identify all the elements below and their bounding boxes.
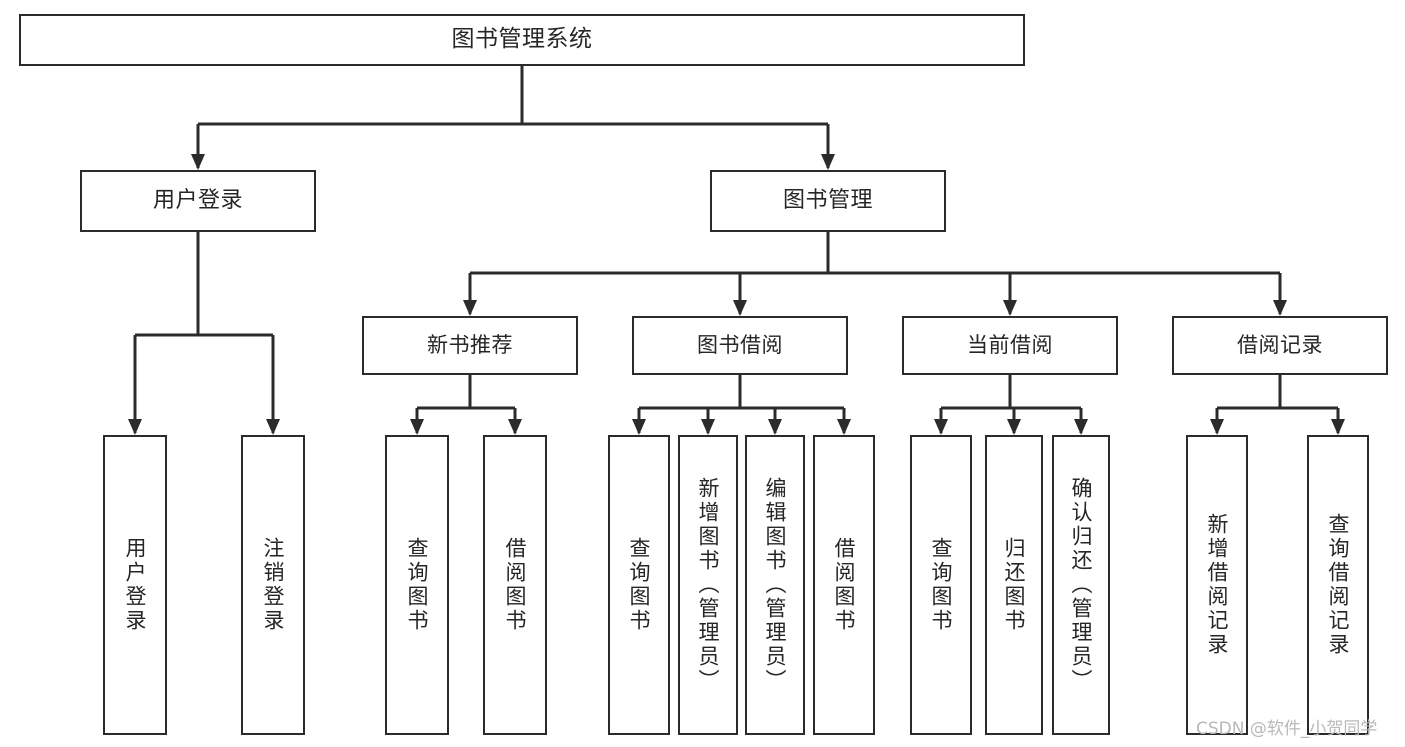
node-label: 用户登录 — [123, 537, 148, 633]
node-level1-user-login[interactable]: 用户登录 — [80, 170, 316, 232]
node-level2-current-borrowing[interactable]: 当前借阅 — [902, 316, 1118, 375]
node-leaf-borrow-books[interactable]: 借阅图书 — [813, 435, 875, 735]
node-label: 图书借阅 — [697, 332, 783, 357]
node-leaf-borrow-books-newbook[interactable]: 借阅图书 — [483, 435, 547, 735]
node-label: 借阅记录 — [1237, 332, 1323, 357]
node-leaf-logout[interactable]: 注销登录 — [241, 435, 305, 735]
node-leaf-add-book-admin[interactable]: 新增图书（管理员） — [678, 435, 738, 735]
node-leaf-return-books[interactable]: 归还图书 — [985, 435, 1043, 735]
node-label: 当前借阅 — [967, 332, 1053, 357]
node-label: 图书管理 — [782, 187, 873, 213]
node-level2-borrow-records[interactable]: 借阅记录 — [1172, 316, 1388, 375]
node-leaf-query-books-current[interactable]: 查询图书 — [910, 435, 972, 735]
node-level2-book-borrowing[interactable]: 图书借阅 — [632, 316, 848, 375]
node-level2-new-book-recommendation[interactable]: 新书推荐 — [362, 316, 578, 375]
node-label: 查询借阅记录 — [1326, 513, 1351, 657]
node-label: 归还图书 — [1002, 537, 1027, 633]
node-label: 注销登录 — [261, 537, 286, 633]
node-leaf-query-borrow-record[interactable]: 查询借阅记录 — [1307, 435, 1369, 735]
node-label: 编辑图书（管理员） — [763, 477, 788, 693]
node-leaf-add-borrow-record[interactable]: 新增借阅记录 — [1186, 435, 1248, 735]
node-leaf-query-books-newbook[interactable]: 查询图书 — [385, 435, 449, 735]
node-label: 借阅图书 — [832, 537, 857, 633]
node-leaf-confirm-return-admin[interactable]: 确认归还（管理员） — [1052, 435, 1110, 735]
node-label: 借阅图书 — [503, 537, 528, 633]
node-label: 查询图书 — [405, 537, 430, 633]
node-level1-book-management[interactable]: 图书管理 — [710, 170, 946, 232]
node-leaf-edit-book-admin[interactable]: 编辑图书（管理员） — [745, 435, 805, 735]
node-label: 图书管理系统 — [451, 26, 593, 53]
node-label: 新书推荐 — [427, 332, 513, 357]
node-leaf-user-login[interactable]: 用户登录 — [103, 435, 167, 735]
node-label: 新增图书（管理员） — [696, 477, 721, 693]
node-label: 查询图书 — [929, 537, 954, 633]
node-leaf-query-books-borrow[interactable]: 查询图书 — [608, 435, 670, 735]
node-root-book-management-system[interactable]: 图书管理系统 — [19, 14, 1025, 66]
node-label: 确认归还（管理员） — [1069, 477, 1094, 693]
node-label: 用户登录 — [152, 187, 243, 213]
node-label: 查询图书 — [627, 537, 652, 633]
node-label: 新增借阅记录 — [1205, 513, 1230, 657]
